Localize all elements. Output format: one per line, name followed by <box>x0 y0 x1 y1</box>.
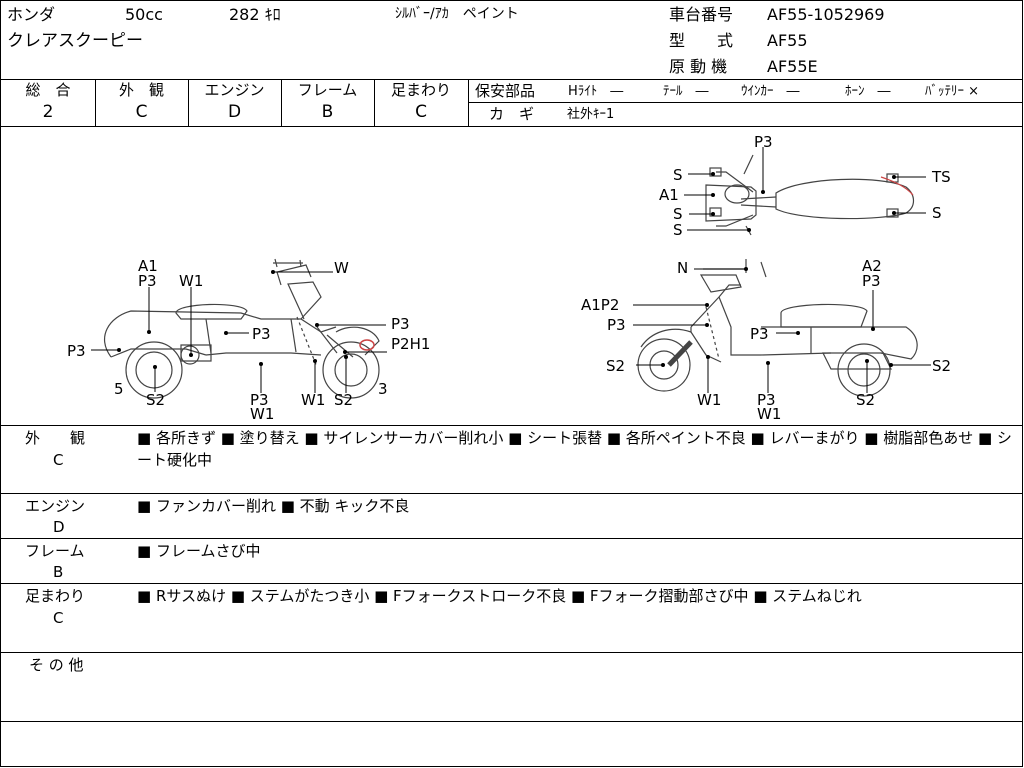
diag-label: TS <box>931 168 951 186</box>
note-other-label: そ の 他 <box>29 656 84 674</box>
headlight-status: Hﾗｲﾄ ― <box>568 84 624 99</box>
horn-status: ﾎｰﾝ ― <box>845 84 891 99</box>
diag-label: S <box>932 204 942 222</box>
mileage: 282 ｷﾛ <box>229 5 281 24</box>
maker: ホンダ <box>7 5 56 24</box>
note-suspension-text: ■ Rサスぬけ ■ ステムがたつき小 ■ Fフォークストローク不良 ■ Fフォー… <box>137 587 862 605</box>
left-side-leaders <box>91 271 387 393</box>
diag-label: P3 <box>754 133 773 151</box>
diag-label: S <box>673 166 683 184</box>
divider <box>1 721 1023 722</box>
exterior-label: 外 観 <box>118 81 164 99</box>
diag-label: 3 <box>378 380 388 398</box>
diag-label: P3 <box>391 315 410 333</box>
safety-label: 保安部品 <box>475 82 536 100</box>
frame-value: B <box>321 102 334 122</box>
taillight-status: ﾃｰﾙ ― <box>663 84 709 99</box>
note-exterior-text: ■ 各所きず ■ 塗り替え ■ サイレンサーカバー削れ小 ■ シート張替 ■ 各… <box>137 429 1012 469</box>
diag-label: W1 <box>757 405 781 423</box>
divider <box>281 79 282 126</box>
diag-label: A1 <box>659 186 679 204</box>
exterior-value: C <box>135 102 148 122</box>
note-frame-grade: B <box>53 563 64 581</box>
model-code: AF55 <box>767 31 808 50</box>
engine-model: AF55E <box>767 57 818 76</box>
overall-value: 2 <box>42 102 54 122</box>
divider <box>468 79 469 126</box>
diag-label: W1 <box>697 391 721 409</box>
diag-label: S2 <box>856 391 875 409</box>
divider <box>1 126 1023 127</box>
diag-label: W <box>334 259 349 277</box>
frame-no-label: 車台番号 <box>669 5 734 24</box>
diag-label: N <box>677 259 688 277</box>
model-code-label: 型 式 <box>669 31 734 50</box>
diag-label: S <box>673 221 683 239</box>
diag-label: W1 <box>301 391 325 409</box>
divider <box>95 79 96 126</box>
diag-label: S2 <box>334 391 353 409</box>
diag-label: P3 <box>607 316 626 334</box>
scooter-diagram: P3 S A1 S S TS S A1 P3 W1 W P3 P3 P2H1 P… <box>67 133 951 423</box>
divider <box>1 79 1023 80</box>
note-frame-text: ■ フレームさび中 <box>137 542 261 560</box>
divider <box>1 583 1023 584</box>
divider <box>1 425 1023 426</box>
diag-label: P3 <box>67 342 86 360</box>
engine-model-label: 原 動 機 <box>669 57 728 76</box>
note-suspension-grade: C <box>53 609 64 627</box>
note-exterior-grade: C <box>53 451 64 469</box>
divider <box>1 493 1023 494</box>
scooter-left-side <box>104 258 380 399</box>
diag-label: P3 <box>250 391 269 409</box>
diag-label: S2 <box>932 357 951 375</box>
diag-label: P3 <box>138 272 157 290</box>
note-exterior-label: 外 観 <box>25 429 86 447</box>
suspension-value: C <box>415 102 427 122</box>
note-engine-grade: D <box>53 518 65 536</box>
diag-label: 5 <box>114 380 124 398</box>
divider <box>1 652 1023 653</box>
note-suspension-label: 足まわり <box>25 587 86 605</box>
diag-label: S <box>673 205 683 223</box>
divider <box>1 538 1023 539</box>
overall-label: 総 合 <box>25 81 71 99</box>
suspension-label: 足まわり <box>390 81 451 99</box>
diag-label: A1 <box>138 257 158 275</box>
engine-value: D <box>227 102 242 122</box>
marker-dots <box>117 172 896 369</box>
diag-label: A2 <box>862 257 882 275</box>
diag-label: S2 <box>146 391 165 409</box>
diag-label: W1 <box>250 405 274 423</box>
body-color: ｼﾙﾊﾞｰ/ｱｶ ペイント <box>395 6 519 22</box>
note-engine-label: エンジン <box>25 497 86 515</box>
divider <box>188 79 189 126</box>
frame-no: AF55-1052969 <box>767 5 885 24</box>
divider <box>468 102 1023 103</box>
frame-label: フレーム <box>297 81 358 99</box>
divider <box>374 79 375 126</box>
scooter-top-view <box>705 154 915 236</box>
displacement: 50cc <box>125 5 163 24</box>
engine-label: エンジン <box>204 81 265 99</box>
diag-label: S2 <box>606 357 625 375</box>
diag-label: W1 <box>179 272 203 290</box>
diag-label: P3 <box>750 325 769 343</box>
note-engine-text: ■ ファンカバー削れ ■ 不動 キック不良 <box>137 497 410 515</box>
model-name: クレアスクーピー <box>7 31 143 51</box>
diag-label: P3 <box>252 325 271 343</box>
key-label: カ ギ <box>489 105 535 123</box>
diag-label: P3 <box>757 391 776 409</box>
battery-status: ﾊﾞｯﾃﾘｰ × <box>925 84 980 99</box>
right-side-leaders <box>633 268 931 393</box>
key-value: 社外ｷｰ1 <box>567 107 615 122</box>
diag-label: P2H1 <box>391 335 430 353</box>
diag-label: A1P2 <box>581 296 619 314</box>
top-view-leaders <box>684 147 926 231</box>
note-frame-label: フレーム <box>25 542 85 560</box>
winker-status: ｳｲﾝｶｰ ― <box>741 84 800 99</box>
diag-label: P3 <box>862 272 881 290</box>
